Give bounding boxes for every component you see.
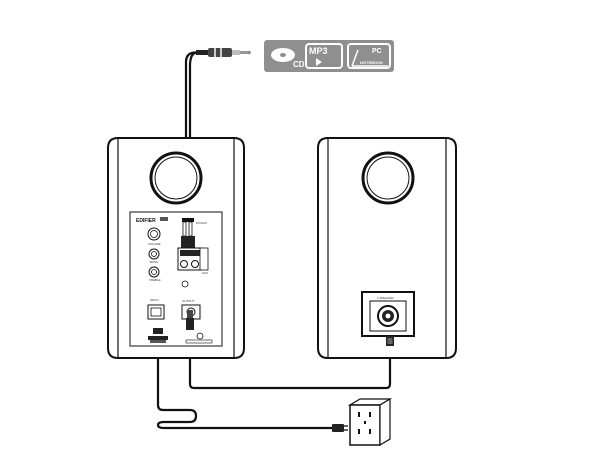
passive-speaker-cabinet: [317, 137, 457, 359]
power-socket: INPUT: [147, 298, 165, 320]
passive-terminal-plate: L SPEAKER: [361, 291, 415, 337]
brand-label: EDIFIER: [136, 218, 156, 224]
speaker-output-terminal: OUTPUT: [181, 299, 204, 340]
input-label-2: AUX: [202, 271, 208, 275]
power-cord: [156, 340, 332, 430]
cd-icon: CD: [271, 48, 305, 69]
audio-plug-icon: [196, 48, 251, 57]
speaker-cable-plug: [386, 336, 394, 346]
rear-panel-plate: [129, 211, 223, 347]
power-label: INPUT: [150, 298, 159, 302]
volume-label: VOLUME: [148, 242, 161, 246]
cable-right-channel: [188, 51, 197, 220]
input-label-1: PC/AUX: [196, 221, 207, 225]
label-strip: [185, 339, 213, 344]
output-label: OUTPUT: [182, 299, 195, 303]
volume-knob: VOLUME: [147, 227, 161, 246]
passive-bass-port: [361, 151, 415, 205]
source-badge-background: [264, 40, 394, 72]
wall-outlet-icon: [347, 397, 393, 447]
notebook-label: NOTEBOOK: [360, 60, 383, 65]
notebook-icon: PC NOTEBOOK: [347, 43, 391, 69]
mp3-icon: MP3: [305, 43, 343, 69]
cd-label: CD: [293, 60, 305, 69]
mp3-label: MP3: [309, 46, 328, 56]
passive-speaker: L SPEAKER: [317, 137, 457, 359]
pc-label: PC: [372, 48, 382, 55]
treble-label: TREBLE: [149, 278, 161, 282]
speaker-cable: [188, 330, 392, 390]
rca-input-plugs: PC/AUX: [181, 218, 207, 248]
terminal-label: L SPEAKER: [377, 296, 394, 300]
cables: [156, 51, 392, 430]
bass-label: BASS: [150, 260, 158, 264]
rear-panel: EDIFIER VOLUME BASS TREBLE: [129, 211, 223, 347]
power-plug-icon: [332, 424, 348, 432]
rca-input-jacks: AUX: [177, 247, 209, 288]
power-cord-plug: [148, 328, 168, 343]
treble-knob: TREBLE: [148, 266, 161, 282]
source-badge: CD MP3 PC NOTEBOOK: [264, 40, 394, 72]
active-speaker: EDIFIER VOLUME BASS TREBLE: [107, 137, 245, 359]
bass-port: [149, 151, 203, 205]
bass-knob: BASS: [148, 248, 160, 264]
